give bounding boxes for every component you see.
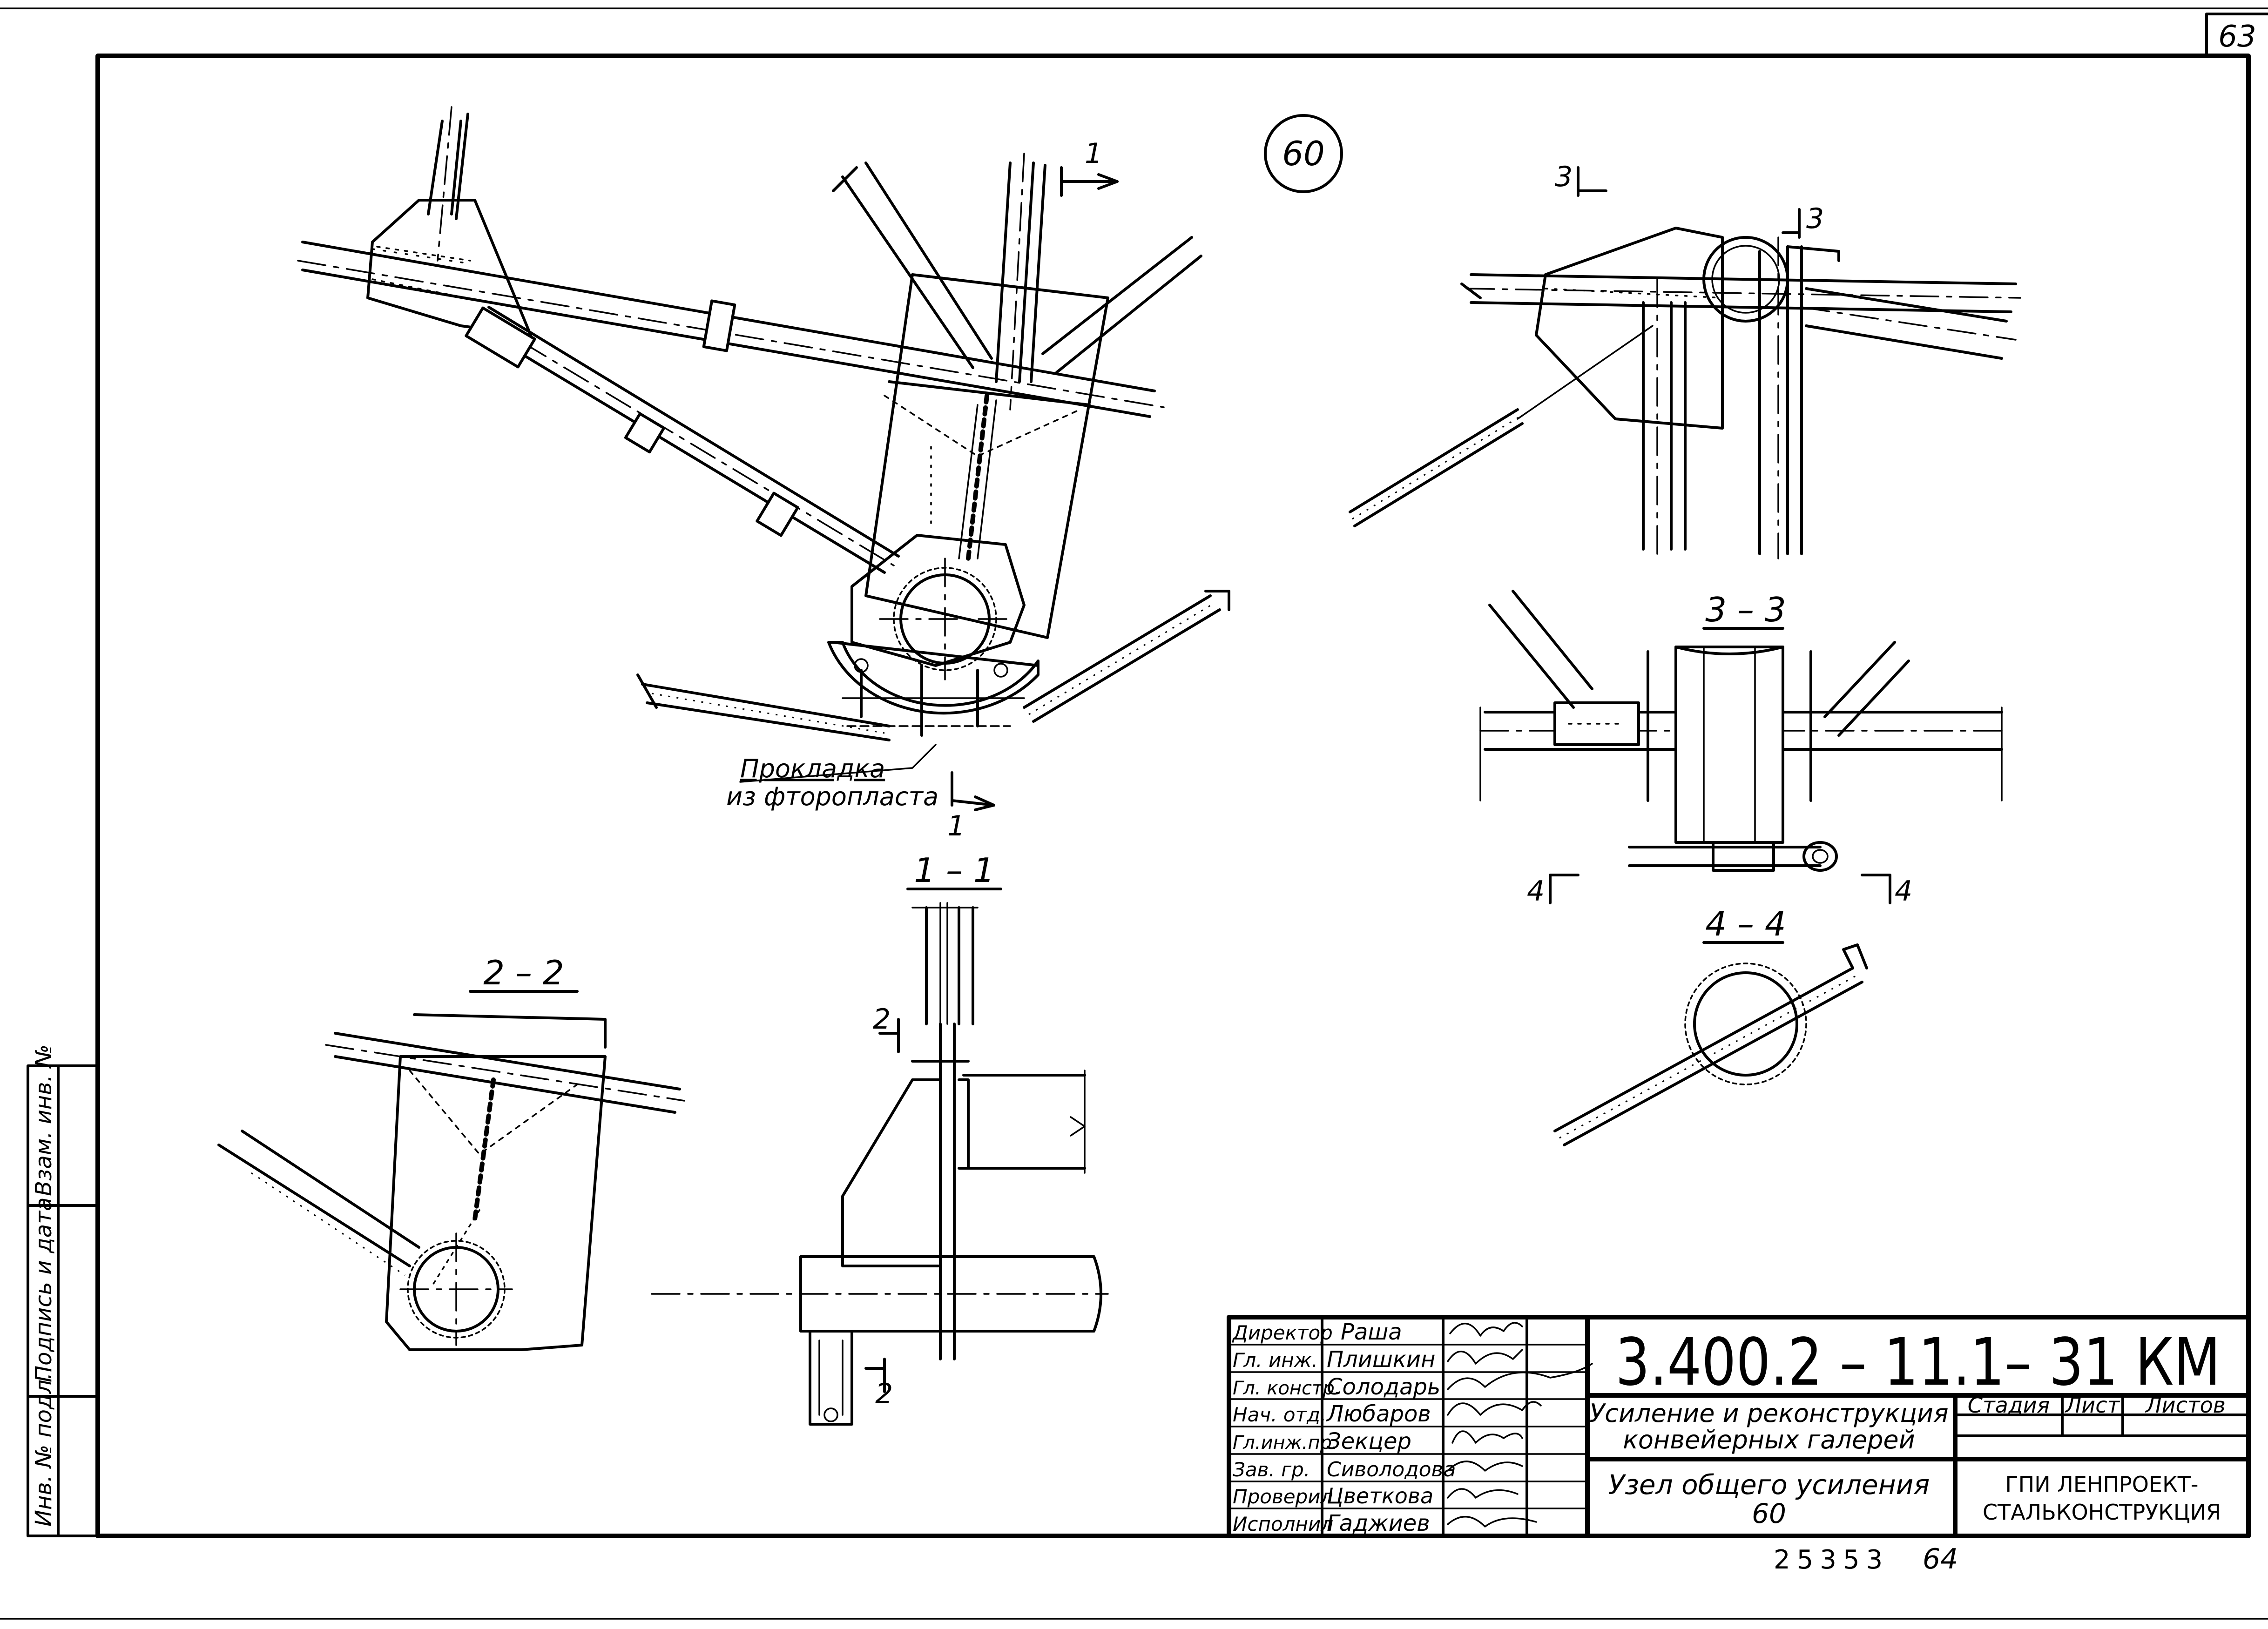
tb-name-2: Солодарь	[1327, 1374, 1440, 1400]
main-node-view: 1 1	[297, 106, 1230, 842]
tb-col-stage: Стадия	[1968, 1393, 2050, 1418]
tb-designation: 3.400.2 – 11.1– 31 КМ	[1615, 1325, 2221, 1400]
tb-col-sheet: Лист	[2065, 1393, 2120, 1418]
sheet-border	[95, 54, 2251, 1538]
sheet-number: 63	[2218, 20, 2256, 54]
node-view-top-right: 3 3	[1349, 161, 2021, 559]
callout-line1: Прокладка	[740, 754, 885, 783]
tb-name-0: Раша	[1341, 1319, 1402, 1345]
section-mark-3: 3	[1555, 161, 1573, 193]
tb-role-2: Гл. констр.	[1233, 1378, 1340, 1399]
tb-role-3: Нач. отд.	[1233, 1403, 1326, 1426]
tb-role-0: Директор	[1232, 1321, 1333, 1344]
bottom-page: 64	[1923, 1543, 1958, 1575]
tb-name-5: Сиволодова	[1327, 1458, 1456, 1481]
sheet-number-box: 63	[2205, 13, 2268, 57]
section-mark-2-bottom: 2	[875, 1378, 893, 1410]
tb-name-4: Зекцер	[1327, 1428, 1411, 1454]
tb-col-sheets: Листов	[2145, 1393, 2226, 1418]
section-3-3: 3 – 3 4 4	[1479, 590, 2007, 908]
tb-drawing-line1: Узел общего усиления	[1608, 1469, 1930, 1501]
side-inv-orig: Инв. № подл.	[31, 1373, 57, 1527]
section-4-4: 4 – 4	[1553, 904, 1868, 1146]
section-mark-3-right: 3	[1806, 202, 1824, 235]
section-mark-4-right: 4	[1895, 875, 1912, 908]
section-mark-4-left: 4	[1527, 875, 1545, 908]
tb-role-1: Гл. инж.	[1233, 1349, 1318, 1372]
side-inv-replace: Взам. инв. №	[31, 1044, 57, 1196]
tb-role-5: Зав. гр.	[1233, 1458, 1310, 1481]
tb-role-4: Гл.инж.пр.	[1233, 1432, 1338, 1454]
bottom-number: 25353	[1774, 1545, 1889, 1575]
tb-name-3: Любаров	[1326, 1401, 1431, 1427]
section-mark-2-top: 2	[873, 1003, 891, 1036]
section-1-1-title: 1 – 1	[914, 851, 994, 890]
tb-signatures	[1447, 1322, 1593, 1528]
side-stamp: Инв. № подл. Подпись и дата Взам. инв. №	[27, 1044, 99, 1537]
callout-line2: из фторопласта	[726, 782, 938, 811]
tb-role-7: Исполнил	[1233, 1513, 1333, 1535]
title-block: Директор Гл. инж. Гл. констр. Нач. отд. …	[1227, 1315, 2251, 1538]
section-2-2: 2 – 2	[217, 953, 685, 1351]
section-mark-1-top: 1	[1085, 137, 1102, 170]
section-2-2-title: 2 – 2	[483, 953, 564, 992]
section-4-4-title: 4 – 4	[1705, 904, 1786, 943]
tb-name-7: Гаджиев	[1327, 1510, 1430, 1536]
section-4-4-pipe	[1693, 971, 1798, 1077]
node-marker: 60	[1264, 114, 1343, 193]
tb-name-6: Цветкова	[1327, 1483, 1433, 1508]
side-sign-date: Подпись и дата	[31, 1197, 57, 1382]
tb-name-1: Плишкин	[1327, 1346, 1435, 1373]
node-marker-label: 60	[1282, 134, 1325, 173]
tb-project-line2: конвейерных галерей	[1623, 1425, 1915, 1454]
tb-org-line2: СТАЛЬКОНСТРУКЦИЯ	[1983, 1500, 2221, 1525]
tb-role-6: Проверил	[1233, 1485, 1333, 1508]
callout-ptfe: Прокладка из фторопласта	[726, 744, 938, 811]
section-3-3-title: 3 – 3	[1705, 590, 1786, 629]
tb-drawing-line2: 60	[1752, 1498, 1786, 1529]
section-1-1: 1 – 1 2 2	[651, 851, 1109, 1426]
tb-org-line1: ГПИ ЛЕНПРОЕКТ-	[2005, 1472, 2199, 1497]
tb-project-line1: Усиление и реконструкция	[1589, 1399, 1948, 1428]
section-mark-1-bottom: 1	[947, 810, 965, 842]
